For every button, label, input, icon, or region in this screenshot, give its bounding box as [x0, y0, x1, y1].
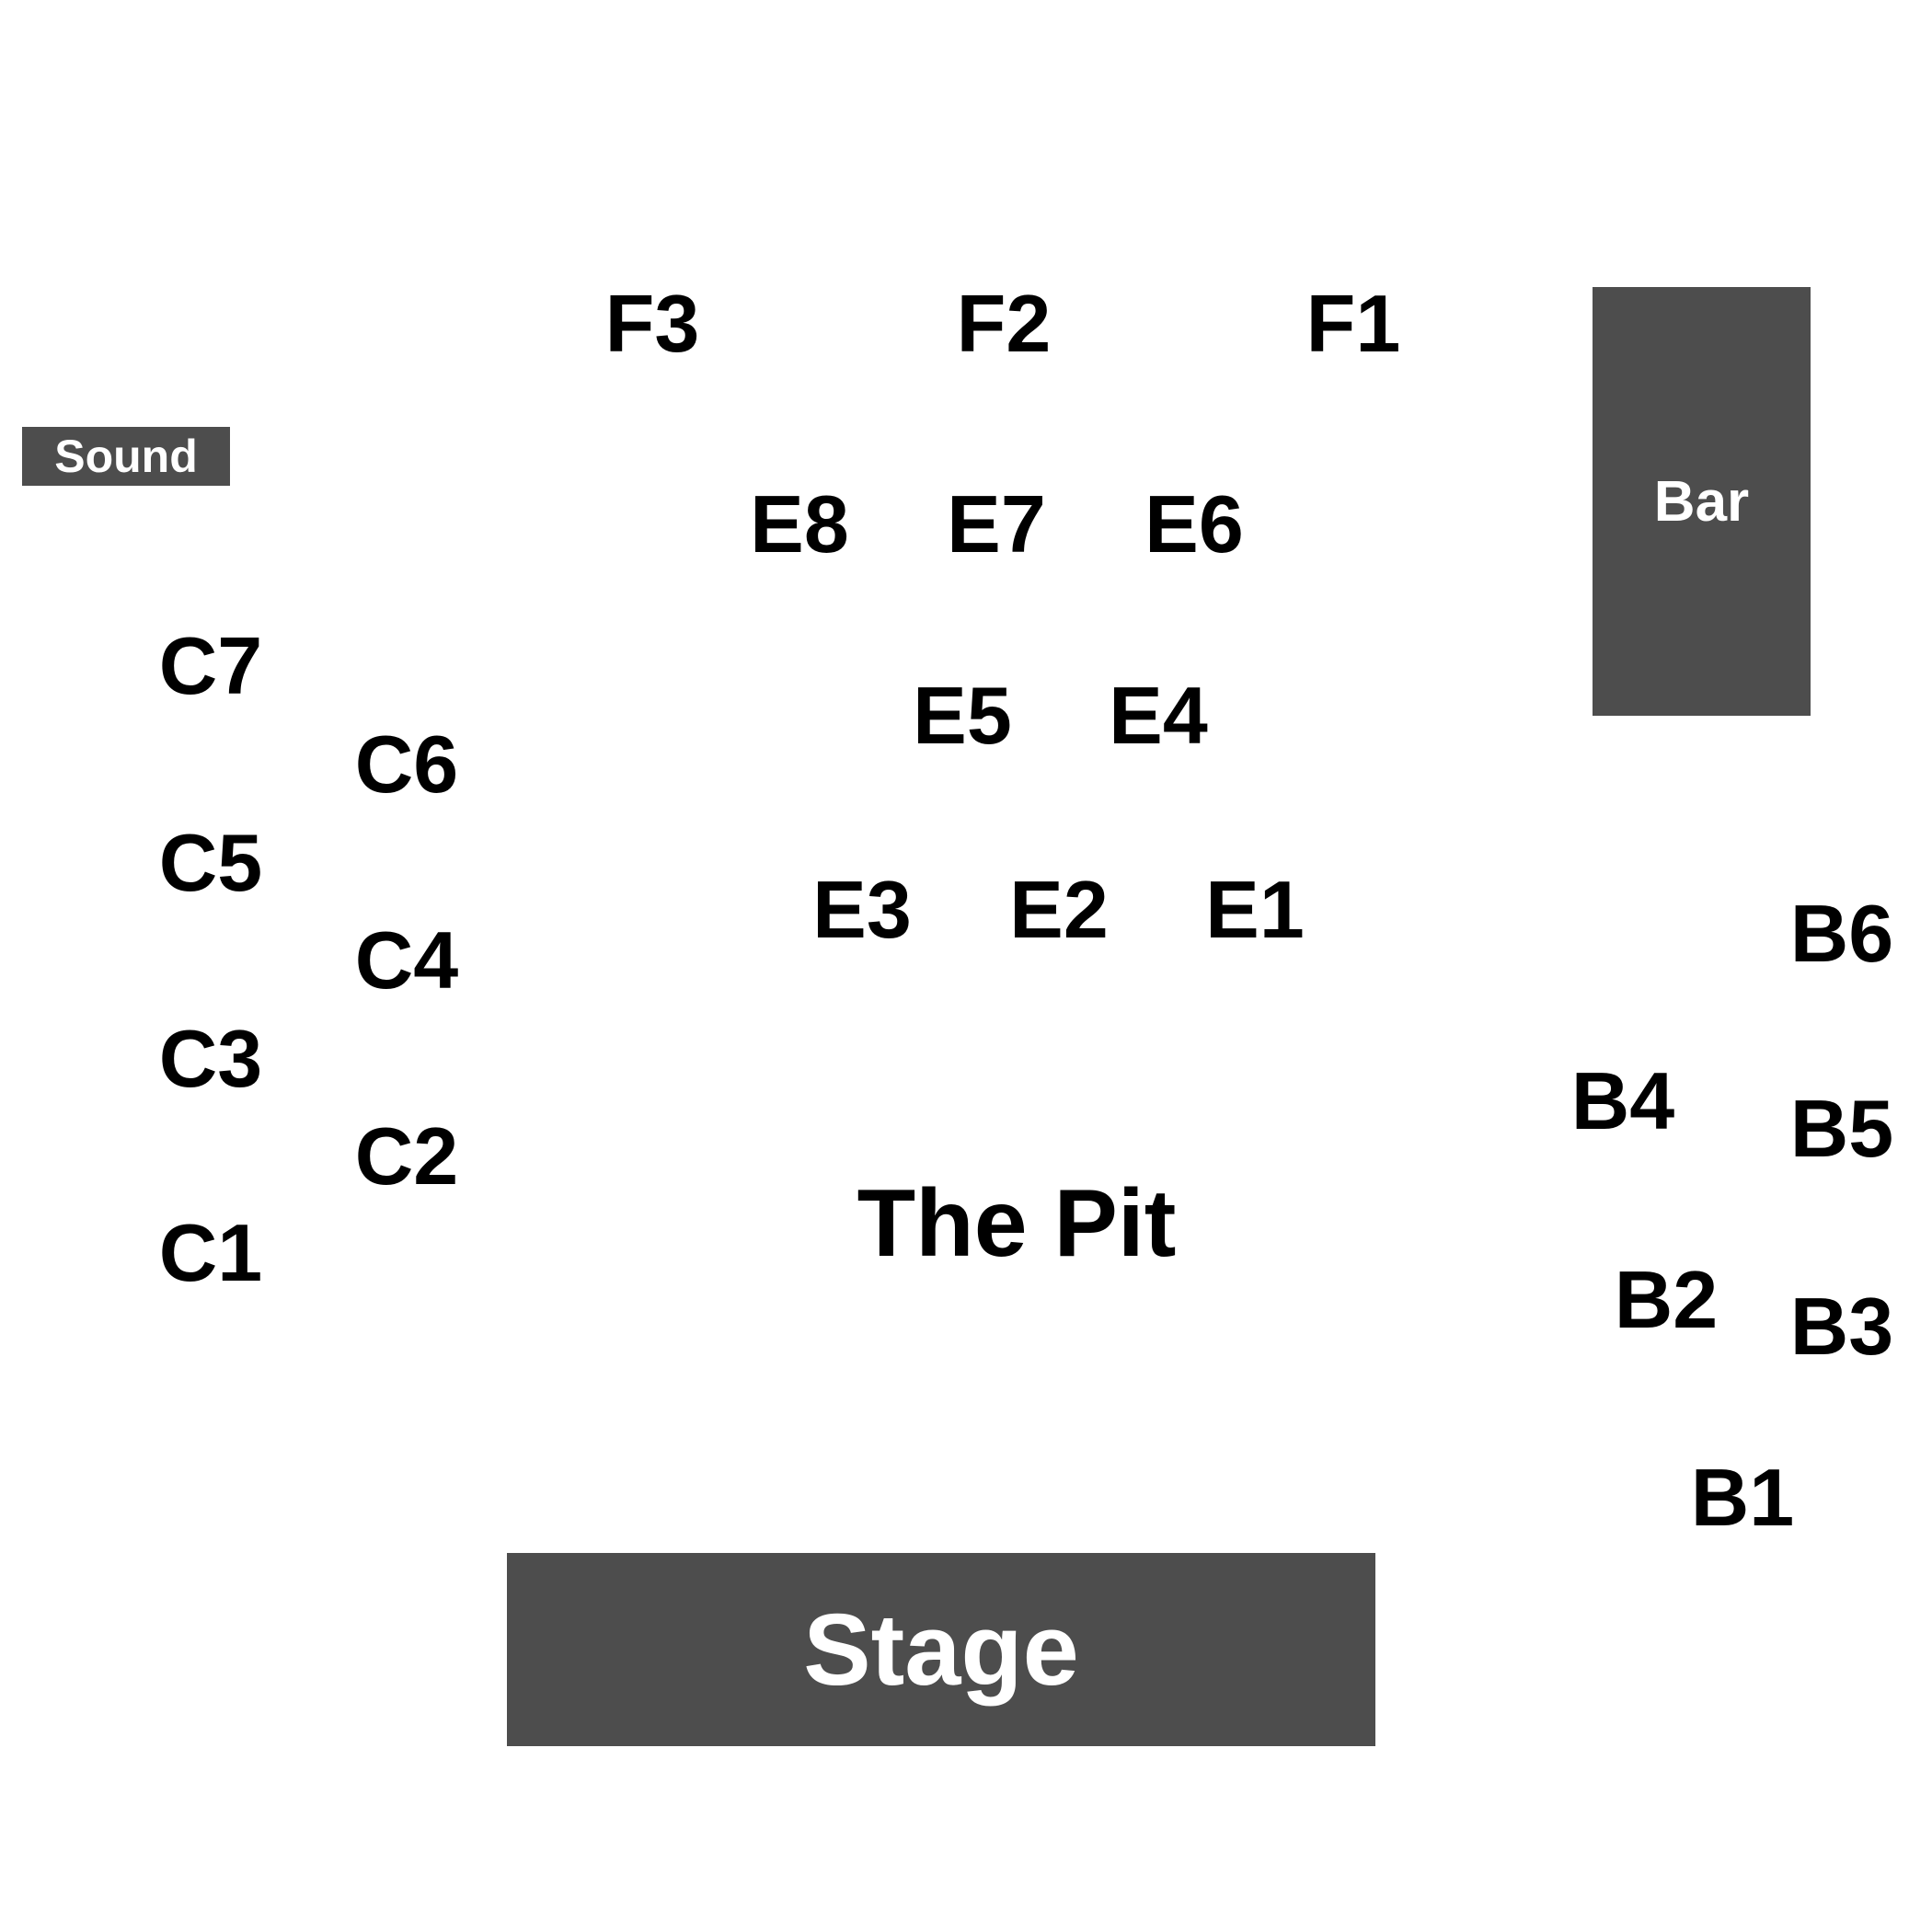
bar-label: Bar [1653, 469, 1750, 534]
section-C1[interactable]: C1 [158, 1207, 263, 1298]
section-E8[interactable]: E8 [750, 478, 849, 569]
section-E4[interactable]: E4 [1109, 670, 1208, 761]
section-B4[interactable]: B4 [1570, 1055, 1675, 1146]
section-C3[interactable]: C3 [158, 1013, 263, 1104]
section-C5[interactable]: C5 [158, 817, 263, 908]
section-B2[interactable]: B2 [1614, 1254, 1719, 1345]
section-C6[interactable]: C6 [354, 719, 459, 810]
section-C2[interactable]: C2 [354, 1110, 459, 1202]
stage: Stage [507, 1553, 1375, 1746]
section-E1[interactable]: E1 [1205, 864, 1305, 955]
section-F2[interactable]: F2 [956, 278, 1052, 369]
section-E6[interactable]: E6 [1144, 478, 1244, 569]
section-B1[interactable]: B1 [1690, 1452, 1795, 1543]
section-F3[interactable]: F3 [604, 278, 700, 369]
stage-label: Stage [803, 1593, 1079, 1707]
section-B6[interactable]: B6 [1789, 888, 1894, 979]
pit-label: The Pit [857, 1170, 1177, 1277]
section-E7[interactable]: E7 [947, 478, 1046, 569]
sound-booth: Sound [22, 427, 230, 486]
section-E2[interactable]: E2 [1009, 864, 1109, 955]
section-B5[interactable]: B5 [1789, 1083, 1894, 1174]
section-C4[interactable]: C4 [354, 914, 459, 1006]
section-E3[interactable]: E3 [812, 864, 912, 955]
section-E5[interactable]: E5 [913, 670, 1012, 761]
bar-area: Bar [1593, 287, 1811, 716]
section-C7[interactable]: C7 [158, 620, 263, 711]
section-B3[interactable]: B3 [1789, 1281, 1894, 1372]
sound-label: Sound [54, 431, 198, 482]
section-F1[interactable]: F1 [1305, 278, 1401, 369]
